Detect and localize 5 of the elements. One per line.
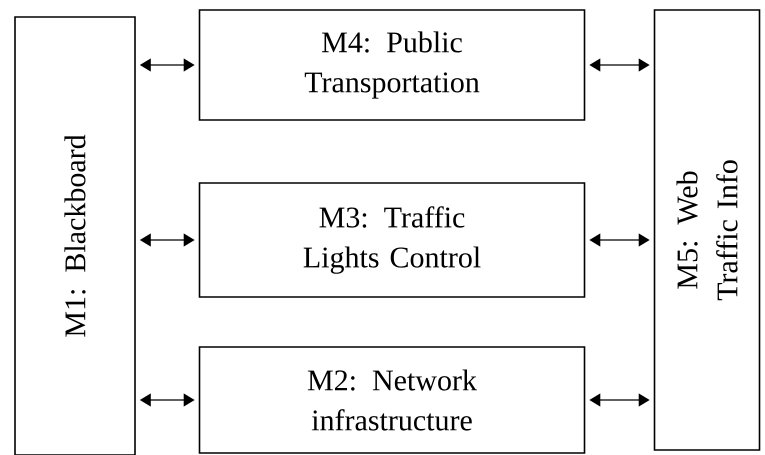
module-box: M1: Blackboard	[14, 16, 136, 455]
module-box: M3: Traffic Lights Control	[198, 182, 586, 298]
module-box: M5: Web Traffic Info	[654, 9, 760, 451]
module-box: M4: Public Transportation	[198, 9, 586, 121]
module-box: M2: Network infrastructure	[198, 346, 586, 454]
